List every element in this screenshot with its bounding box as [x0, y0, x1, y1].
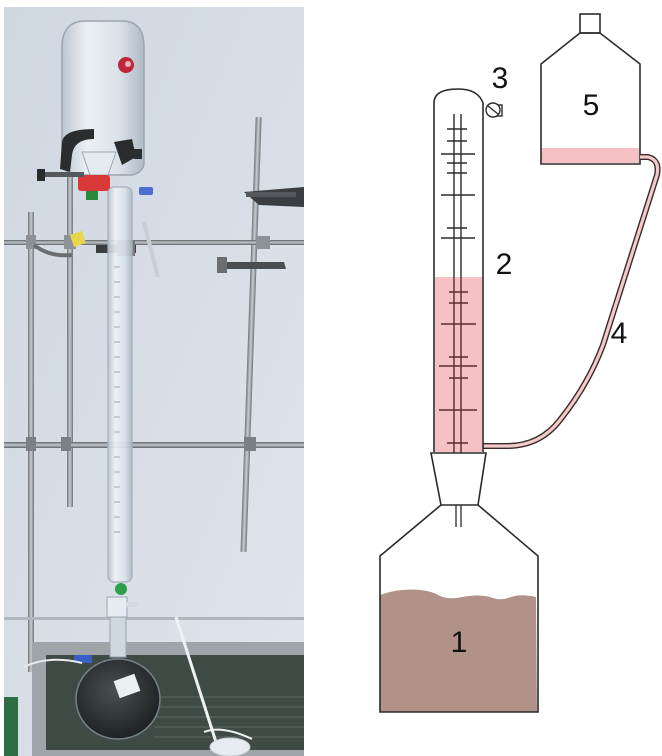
beaker [209, 737, 251, 756]
clamp-rod [42, 172, 84, 177]
clamp-arm [32, 243, 73, 258]
liquid-reservoir [540, 13, 641, 165]
label-4: 4 [611, 317, 628, 350]
burette-graduations-lower [439, 291, 477, 444]
green-connector [86, 191, 98, 200]
apparatus-schematic: 1 2 3 4 5 [310, 0, 662, 756]
soil-fill [380, 589, 537, 712]
label-1: 1 [451, 626, 468, 659]
wall-ledge [4, 617, 304, 620]
valve [485, 102, 503, 118]
soil-sample-bottle [379, 504, 539, 713]
boss-clamp [26, 437, 36, 451]
burette-joint [106, 596, 128, 618]
burette-outline [433, 88, 484, 452]
connecting-tube [483, 154, 661, 449]
round-bottom-flask [75, 658, 161, 740]
boss-clamp [244, 437, 256, 451]
photo-illustration [4, 7, 304, 756]
tubing-loop [203, 728, 253, 740]
graduated-burette [433, 88, 484, 453]
side-arm [126, 602, 138, 607]
reservoir-liquid [541, 148, 639, 163]
cross-bar-upper [4, 240, 304, 245]
yellow-tag [70, 231, 86, 247]
boss-clamp [256, 236, 270, 249]
tube-outline [483, 154, 661, 449]
tube-liquid [483, 155, 660, 448]
schematic-svg: 1 2 3 4 5 [379, 13, 661, 713]
boss-clamp [26, 235, 36, 249]
black-clamp-left [60, 129, 94, 172]
glass-collar [81, 151, 117, 176]
bottle-outline [379, 504, 539, 713]
reservoir-outline [540, 32, 641, 165]
burette-inner-tube-submerged [453, 277, 462, 453]
blue-connector [139, 187, 153, 195]
blue-clip [74, 655, 92, 663]
ground-glass-joint [430, 452, 487, 527]
label-5: 5 [583, 89, 600, 122]
cable [23, 658, 83, 668]
cross-bar-lower [4, 442, 304, 448]
stopper-highlight [125, 61, 131, 67]
graduated-burette [107, 186, 133, 583]
flask-neck [109, 616, 127, 658]
clamp-holder-right [219, 262, 286, 269]
green-stopcock [115, 583, 127, 595]
joint-outline [430, 452, 487, 506]
black-clamp-right [114, 139, 136, 165]
burette-liquid [435, 277, 482, 452]
flask-label [113, 673, 141, 699]
burette-graduations-upper [441, 128, 475, 239]
clamp-knob [134, 149, 142, 159]
stand-rod-left-inner [67, 177, 73, 507]
glass-tube [142, 221, 160, 278]
green-object [4, 697, 18, 756]
white-tubing [174, 616, 218, 743]
burette-graduations [114, 266, 120, 533]
apparatus-photo [4, 7, 304, 756]
wall-background [4, 7, 304, 756]
tray-grid [154, 696, 304, 738]
label-2: 2 [496, 248, 513, 281]
reservoir-neck [579, 13, 601, 34]
clamp-knob [37, 169, 45, 181]
clamp-rod [246, 192, 296, 197]
red-cap [78, 175, 110, 191]
boss-clamp [61, 437, 71, 451]
valve-handle [487, 105, 499, 115]
clamp-screw [217, 257, 227, 273]
label-3: 3 [492, 62, 509, 95]
